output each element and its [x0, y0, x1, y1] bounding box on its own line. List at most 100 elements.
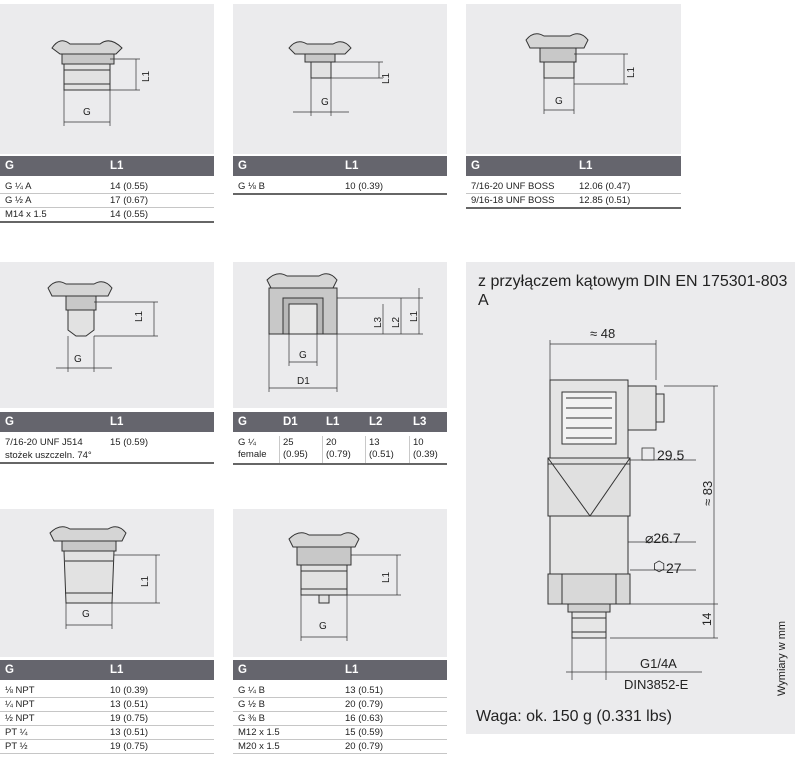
cell-g: ⅛ NPT: [5, 685, 35, 696]
cell-g: ½ NPT: [5, 713, 35, 724]
cell-l1: 16 (0.63): [345, 713, 384, 724]
cell-l1: 10 (0.39): [110, 685, 149, 696]
thread-drawing-6: [49, 526, 160, 629]
cell-l1: 12.85 (0.51): [579, 195, 631, 206]
thread-drawing-3: [525, 33, 628, 114]
dim-thread-len: 14: [700, 612, 714, 626]
col-header-l2: L2: [369, 416, 383, 428]
dim-label-g: G: [299, 350, 307, 361]
cell-g: stożek uszczeln. 74°: [5, 450, 92, 461]
col-header-l3: L3: [413, 416, 427, 428]
table-row: 7/16-20 UNF BOSS 12.06 (0.47): [466, 180, 681, 194]
dim-width: ≈ 48: [590, 326, 616, 341]
cell-g: G ½ B: [238, 699, 265, 710]
col-header-l1: L1: [110, 416, 124, 428]
drawing-panel-1: G L1: [0, 4, 214, 154]
col-header-g: G: [471, 160, 480, 172]
table-row: M12 x 1.5 15 (0.59): [233, 726, 447, 740]
cell-l1: 13 (0.51): [110, 727, 149, 738]
units-note: Wymiary w mm: [776, 620, 788, 696]
dim-square: 29.5: [657, 447, 685, 463]
transmitter-drawing: [547, 340, 718, 680]
col-header-l1: L1: [110, 160, 124, 172]
dim-label-g: G: [83, 107, 91, 118]
cell-l1: 12.06 (0.47): [579, 181, 631, 192]
table-row: G ½ A 17 (0.67): [0, 194, 214, 208]
table-row: ⅛ NPT 10 (0.39): [0, 684, 214, 698]
dim-label-l1: L1: [140, 575, 151, 587]
drawing-panel-3: G L1: [466, 4, 681, 154]
table-header: G L1: [0, 412, 214, 432]
table-row: G ¼ B 13 (0.51): [233, 684, 447, 698]
cell-l1: 14 (0.55): [110, 209, 149, 220]
dim-label-d1: D1: [297, 376, 310, 387]
table-row: PT ¼ 13 (0.51): [0, 726, 214, 740]
cell-g: ¼ NPT: [5, 699, 35, 710]
cell-g: M20 x 1.5: [238, 741, 280, 752]
cell-l1: 15 (0.59): [110, 437, 149, 448]
col-header-d1: D1: [283, 416, 298, 428]
cell-g: 7/16-20 UNF BOSS: [471, 181, 555, 192]
dim-label-l1: L1: [141, 70, 152, 82]
table-header: G L1: [0, 660, 214, 680]
angle-connector-title: z przyłączem kątowym DIN EN 175301-803 A: [478, 273, 788, 309]
table-row: G ¼ female 25 (0.95) 20 (0.79) 13 (0.51)…: [233, 436, 447, 465]
table-row: M20 x 1.5 20 (0.79): [233, 740, 447, 754]
dim-label-l1: L1: [381, 571, 392, 583]
spec-table-5: G D1 L1 L2 L3 G ¼ female 25 (0.95) 20 (0…: [233, 412, 447, 465]
col-header-g: G: [5, 664, 14, 676]
cell-g: G ⅜ B: [238, 713, 265, 724]
col-header-g: G: [238, 416, 247, 428]
table-row: G ⅜ B 16 (0.63): [233, 712, 447, 726]
cell-l3: 10 (0.39): [413, 437, 438, 460]
col-header-g: G: [5, 160, 14, 172]
table-row: 7/16-20 UNF J514 15 (0.59): [0, 436, 214, 449]
table-header: G L1: [0, 156, 214, 176]
dim-label-g: G: [319, 621, 327, 632]
cell-l1: 20 (0.79): [345, 741, 384, 752]
cell-g: 7/16-20 UNF J514: [5, 437, 83, 448]
thread-drawing-5: [266, 273, 423, 392]
dim-label-l1: L1: [134, 310, 145, 322]
cell-l1: 19 (0.75): [110, 741, 149, 752]
cell-l1: 15 (0.59): [345, 727, 384, 738]
col-header-l1: L1: [110, 664, 124, 676]
cell-l1: 13 (0.51): [110, 699, 149, 710]
dim-label-l3: L3: [373, 316, 384, 328]
cell-l1: 20 (0.79): [326, 437, 351, 460]
table-header: G L1: [233, 156, 447, 176]
col-header-l1: L1: [579, 160, 593, 172]
cell-g: M14 x 1.5: [5, 209, 47, 220]
cell-g: G ¼ B: [238, 685, 265, 696]
drawing-panel-5: G D1 L3 L2 L1: [233, 262, 447, 408]
weight-note: Waga: ok. 150 g (0.331 lbs): [476, 708, 672, 725]
spec-table-6: G L1 ⅛ NPT 10 (0.39) ¼ NPT 13 (0.51) ½ NPT…: [0, 660, 214, 754]
dim-label-l1: L1: [381, 72, 392, 84]
cell-d1: 25 (0.95): [283, 437, 308, 460]
table-row: stożek uszczeln. 74°: [0, 449, 214, 464]
cell-g: M12 x 1.5: [238, 727, 280, 738]
cell-g: 9/16-18 UNF BOSS: [471, 195, 555, 206]
dim-hex: 27: [666, 560, 682, 576]
dim-label-g: G: [321, 97, 329, 108]
cell-g: PT ¼: [5, 727, 28, 738]
cell-g: G ¼ female: [238, 437, 267, 460]
cell-l1: 13 (0.51): [345, 685, 384, 696]
spec-table-3: G L1 7/16-20 UNF BOSS 12.06 (0.47) 9/16-1…: [466, 156, 681, 209]
dim-label-g: G: [82, 609, 90, 620]
table-header: G D1 L1 L2 L3: [233, 412, 447, 432]
col-header-g: G: [238, 160, 247, 172]
cell-l1: 20 (0.79): [345, 699, 384, 710]
cell-g: G ½ A: [5, 195, 32, 206]
cell-l1: 17 (0.67): [110, 195, 149, 206]
dim-height: ≈ 83: [700, 480, 715, 506]
cell-l1: 19 (0.75): [110, 713, 149, 724]
hex-icon: ⬡: [653, 558, 666, 574]
table-row: 9/16-18 UNF BOSS 12.85 (0.51): [466, 194, 681, 209]
thread-label: G1/4A: [640, 656, 677, 671]
cell-l2: 13 (0.51): [369, 437, 394, 460]
thread-drawing-7: [288, 532, 401, 641]
